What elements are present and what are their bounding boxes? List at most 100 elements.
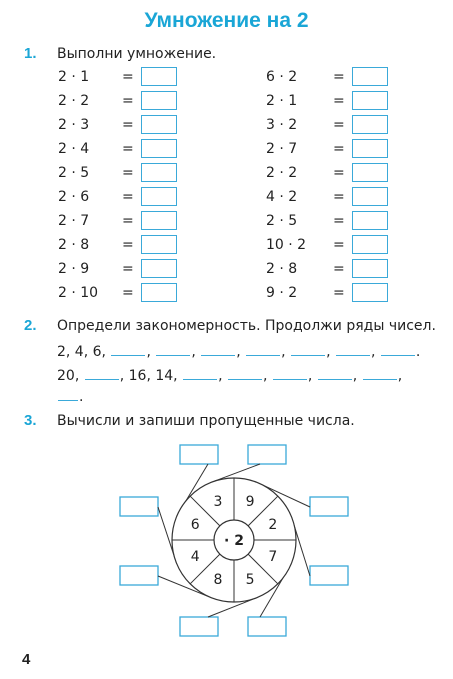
answer-box[interactable]: [141, 235, 177, 254]
expression-left-3: 2 · 3: [58, 117, 90, 133]
equals-sign: =: [122, 285, 134, 301]
answer-box[interactable]: [179, 616, 219, 637]
answer-blank[interactable]: [201, 341, 236, 356]
answer-blank[interactable]: [227, 365, 262, 380]
answer-box[interactable]: [352, 115, 388, 134]
connector-line: [176, 463, 209, 517]
segment-divider: [247, 553, 279, 585]
page-title: Умножение на 2: [144, 9, 309, 32]
segment-number: 3: [213, 494, 222, 510]
answer-box[interactable]: [141, 283, 177, 302]
answer-box[interactable]: [309, 565, 349, 586]
connector-line: [157, 506, 178, 564]
task3-number: 3.: [24, 412, 37, 429]
expression-left-10: 2 · 10: [58, 285, 99, 301]
answer-blank[interactable]: [335, 341, 370, 356]
answer-blank[interactable]: [183, 365, 218, 380]
answer-box[interactable]: [247, 616, 287, 637]
equals-sign: =: [122, 69, 134, 85]
period: .: [415, 344, 421, 360]
answer-box[interactable]: [179, 444, 219, 465]
answer-box[interactable]: [352, 91, 388, 110]
expression-right-5: 2 · 2: [266, 165, 298, 181]
comma: ,: [191, 344, 196, 360]
answer-box[interactable]: [247, 444, 287, 465]
answer-blank[interactable]: [380, 341, 415, 356]
answer-box[interactable]: [119, 565, 159, 586]
segment-divider: [247, 495, 279, 527]
equals-sign: =: [333, 189, 345, 205]
equals-sign: =: [333, 93, 345, 109]
segment-number: 9: [246, 494, 255, 510]
task2-instruction: Определи закономерность. Продолжи ряды ч…: [57, 318, 436, 334]
expression-right-7: 2 · 5: [266, 213, 298, 229]
segment-divider: [189, 495, 221, 527]
expression-right-1: 6 · 2: [266, 69, 298, 85]
answer-box[interactable]: [141, 67, 177, 86]
answer-blank[interactable]: [362, 365, 397, 380]
comma: ,: [326, 344, 331, 360]
answer-box[interactable]: [309, 496, 349, 517]
segment-number: 7: [268, 549, 277, 565]
equals-sign: =: [122, 165, 134, 181]
answer-blank[interactable]: [156, 341, 191, 356]
answer-box[interactable]: [352, 163, 388, 182]
comma: ,: [119, 368, 125, 384]
equals-sign: =: [333, 165, 345, 181]
sequence-2-start: 20,: [57, 368, 80, 384]
equals-sign: =: [122, 237, 134, 253]
expression-left-6: 2 · 6: [58, 189, 90, 205]
answer-blank[interactable]: [58, 386, 78, 401]
answer-blank[interactable]: [291, 341, 326, 356]
answer-blank[interactable]: [317, 365, 352, 380]
answer-box[interactable]: [119, 496, 159, 517]
answer-blank[interactable]: [111, 341, 146, 356]
answer-box[interactable]: [352, 235, 388, 254]
answer-box[interactable]: [352, 67, 388, 86]
answer-box[interactable]: [141, 259, 177, 278]
expression-left-4: 2 · 4: [58, 141, 90, 157]
answer-box[interactable]: [141, 115, 177, 134]
segment-number: 6: [191, 517, 200, 533]
expression-left-5: 2 · 5: [58, 165, 90, 181]
expression-right-9: 2 · 8: [266, 261, 298, 277]
sequence-row-2-cont: .: [57, 386, 83, 405]
expression-right-3: 3 · 2: [266, 117, 298, 133]
comma: ,: [352, 368, 358, 384]
connector-line: [290, 516, 311, 577]
answer-box[interactable]: [141, 91, 177, 110]
inner-circle: [213, 519, 255, 561]
expression-right-10: 9 · 2: [266, 285, 298, 301]
answer-box[interactable]: [352, 139, 388, 158]
task2-number: 2.: [24, 317, 37, 334]
sequence-row-1: 2, 4, 6, , , , , , , .: [57, 341, 420, 360]
expression-left-9: 2 · 9: [58, 261, 90, 277]
answer-box[interactable]: [352, 187, 388, 206]
answer-box[interactable]: [352, 259, 388, 278]
expression-right-6: 4 · 2: [266, 189, 298, 205]
answer-box[interactable]: [141, 211, 177, 230]
equals-sign: =: [122, 213, 134, 229]
period: .: [79, 389, 84, 405]
outer-circle: [171, 477, 297, 603]
segment-number: 5: [246, 572, 255, 588]
expression-left-1: 2 · 1: [58, 69, 90, 85]
connector-line: [157, 575, 211, 598]
answer-box[interactable]: [141, 163, 177, 182]
answer-box[interactable]: [352, 283, 388, 302]
answer-box[interactable]: [141, 187, 177, 206]
segment-divider: [189, 553, 221, 585]
segment-number: 4: [191, 549, 200, 565]
answer-blank[interactable]: [246, 341, 281, 356]
comma: ,: [370, 344, 376, 360]
answer-blank[interactable]: [84, 365, 119, 380]
answer-box[interactable]: [352, 211, 388, 230]
equals-sign: =: [122, 189, 134, 205]
expression-left-8: 2 · 8: [58, 237, 90, 253]
expression-right-8: 10 · 2: [266, 237, 307, 253]
expression-right-2: 2 · 1: [266, 93, 298, 109]
answer-blank[interactable]: [272, 365, 307, 380]
answer-box[interactable]: [141, 139, 177, 158]
segment-number: 8: [213, 572, 222, 588]
expression-right-4: 2 · 7: [266, 141, 298, 157]
